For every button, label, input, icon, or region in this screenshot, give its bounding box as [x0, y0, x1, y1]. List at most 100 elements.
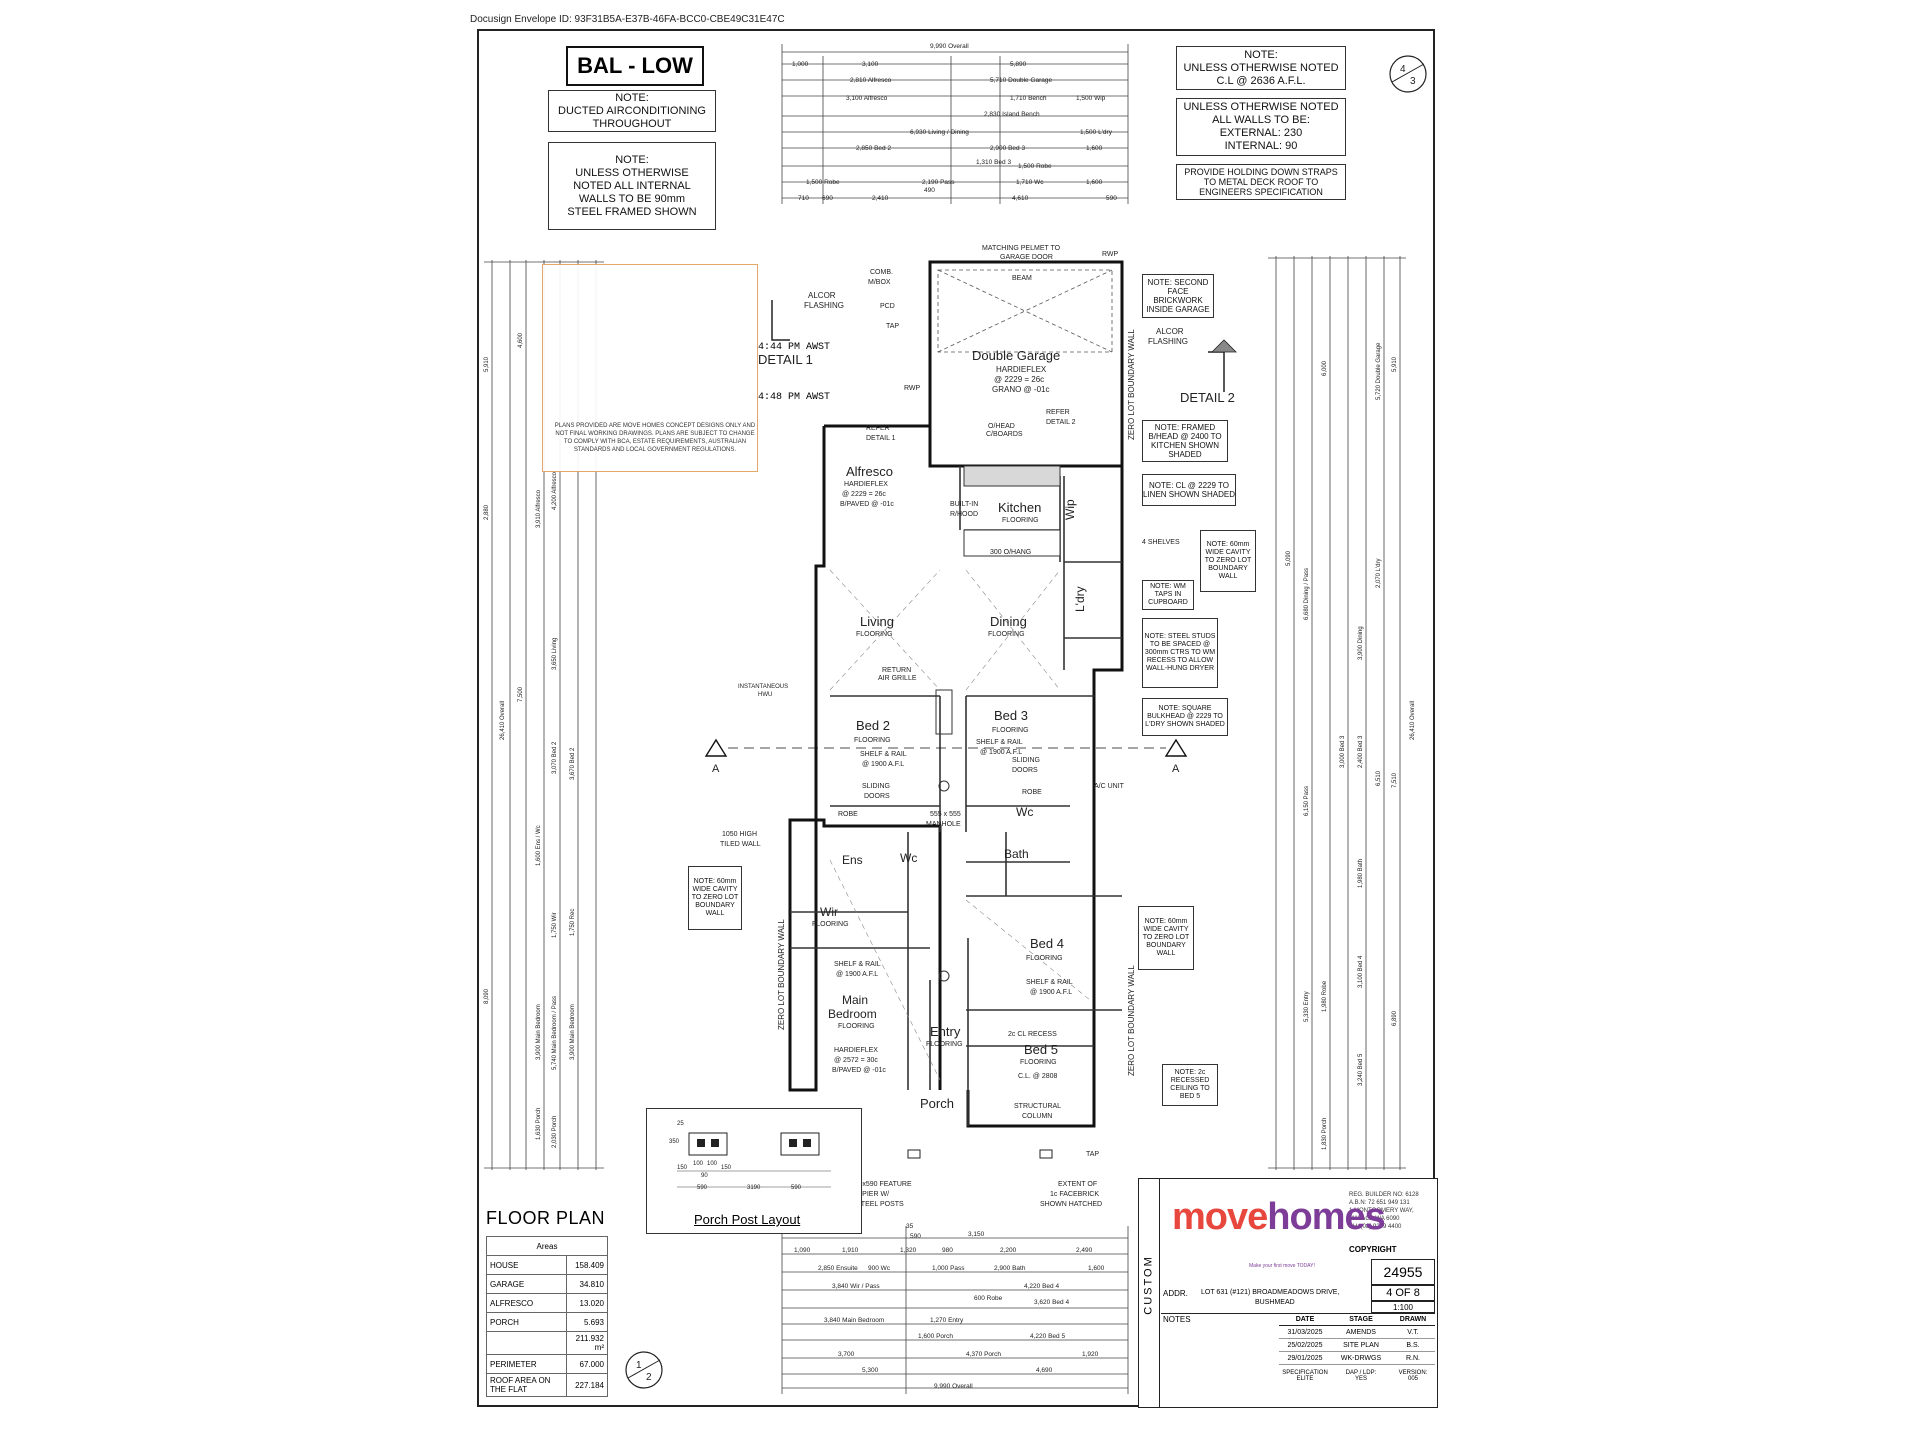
dim: 5,090	[1286, 550, 1292, 566]
dim: 5,720 Double Garage	[1376, 342, 1382, 400]
bed3-shelf: SHELF & RAIL	[976, 739, 1023, 746]
rev-date: 29/01/2025	[1287, 1354, 1323, 1362]
note-body: DUCTED AIRCONDITIONING THROUGHOUT	[558, 104, 706, 130]
note-second-face: NOTE: SECOND FACE BRICKWORK INSIDE GARAG…	[1142, 274, 1214, 318]
dim: 90	[701, 1173, 708, 1179]
dim: 100	[707, 1161, 718, 1167]
sheet-number: 4 OF 8	[1371, 1285, 1435, 1301]
dim: 2,190 Pass	[922, 179, 955, 186]
sheet-ref-circle	[1389, 55, 1427, 93]
note-cavity-left: NOTE: 60mm WIDE CAVITY TO ZERO LOT BOUND…	[688, 866, 742, 930]
area-value: 13.020	[565, 1293, 609, 1313]
stamp-overlay	[542, 264, 758, 472]
builtin-2: R/HOOD	[950, 511, 978, 518]
return-air: RETURN	[882, 667, 911, 674]
room-main-bed-2: Bedroom	[828, 1007, 877, 1021]
room-wir: Wir	[820, 905, 838, 919]
north-ref-bottom: 2	[646, 1372, 652, 1383]
area-name: ALFRESCO	[486, 1293, 567, 1313]
dim: 3,840 Wir / Pass	[832, 1283, 880, 1290]
ohead: O/HEAD	[988, 423, 1015, 430]
ceiling-diagonals	[829, 569, 1091, 1081]
left-dimension-text: 5,910 4,600 2,880 3,910 Alfresco 4,200 A…	[484, 332, 576, 1148]
dim: 2,880	[484, 504, 490, 520]
rule	[1161, 1313, 1435, 1314]
interior-walls	[790, 466, 1122, 1126]
comb-box-2: M/BOX	[868, 279, 891, 286]
hwu-2: HWU	[758, 692, 772, 698]
right-dimension-lines	[1268, 256, 1406, 1170]
rev-row: 31/03/2025 AMENDS V.T.	[1279, 1326, 1435, 1339]
note-title: NOTE:	[615, 91, 649, 104]
extent-3: SHOWN HATCHED	[1040, 1201, 1102, 1208]
sheet-border	[477, 29, 1435, 1407]
dim: 2,850 Bed 2	[856, 145, 891, 152]
house-walls	[788, 260, 1124, 1128]
rev-header: STAGE	[1349, 1315, 1373, 1323]
detail1-section	[771, 300, 790, 341]
pcd-label: PCD	[880, 303, 895, 310]
zero-lot-right: ZERO LOT BOUNDARY WALL	[1127, 965, 1136, 1076]
robe2: ROBE	[1022, 789, 1042, 796]
note-wm-taps: NOTE: WM TAPS IN CUPBOARD	[1142, 580, 1194, 610]
room-entry-floor: FLOORING	[926, 1041, 963, 1048]
custom-strip: CUSTOM	[1139, 1179, 1160, 1407]
bed4-shelf: SHELF & RAIL	[1026, 979, 1073, 986]
alcor1-1: ALCOR	[808, 291, 836, 300]
zero-lot-left: ZERO LOT BOUNDARY WALL	[777, 919, 786, 1030]
smoke-detector-icon	[938, 970, 950, 982]
room-bed4-floor: FLOORING	[1026, 955, 1063, 962]
bed4-shelf-2: @ 1900 A.F.L	[1030, 989, 1072, 996]
dim: 1,600	[1088, 1265, 1105, 1272]
dim: 1,500 Robe	[806, 179, 840, 186]
bottom-dimension-text: 1,090 1,910 1,320 980 2,200 2,490 2,850 …	[794, 1223, 1105, 1390]
note-cavity-1: NOTE: 60mm WIDE CAVITY TO ZERO LOT BOUND…	[1200, 530, 1256, 592]
rev-drawn: R.N.	[1406, 1354, 1420, 1362]
dim: 1,600 Ens / Wc	[536, 825, 542, 866]
robe1: ROBE	[838, 811, 858, 818]
logo-homes: homes	[1267, 1196, 1385, 1238]
area-name: GARAGE	[486, 1274, 567, 1294]
area-name: ROOF AREA ON THE FLAT	[486, 1373, 567, 1397]
detail2-flash	[1211, 339, 1237, 353]
room-bed4: Bed 4	[1030, 936, 1064, 951]
room-entry: Entry	[930, 1024, 961, 1039]
extent-1: EXTENT OF	[1058, 1181, 1097, 1188]
dim: 100	[693, 1161, 704, 1167]
dim: 1,000 Pass	[932, 1265, 965, 1272]
area-value: 227.184	[565, 1373, 609, 1397]
porch-post-title: Porch Post Layout	[694, 1212, 801, 1227]
dim: 35	[906, 1223, 914, 1230]
sliding1-b: DOORS	[864, 793, 890, 800]
dim: 900 Wc	[868, 1265, 891, 1272]
dim: 3,240 Bed 5	[1358, 1053, 1364, 1086]
dim: 1,000	[792, 61, 809, 68]
note-body: UNLESS OTHERWISE NOTED ALL WALLS TO BE:	[1183, 101, 1339, 126]
dim: 26,410 Overall	[1410, 701, 1416, 740]
detail2-section	[1208, 351, 1225, 392]
note-title: NOTE:	[615, 153, 649, 166]
dim: 1,310 Bed 3	[976, 159, 1011, 166]
dim: 2,850 Ensuite	[818, 1265, 858, 1272]
zero-lot-garage: ZERO LOT BOUNDARY WALL	[1127, 329, 1136, 440]
scale: 1:100	[1371, 1301, 1435, 1313]
north-ref-circle	[625, 1351, 663, 1389]
right-dimension-text: 5,910 5,720 Double Garage 6,000 5,090 6,…	[1286, 342, 1416, 1150]
tap-label: TAP	[886, 323, 899, 330]
job-number: 24955	[1371, 1259, 1435, 1285]
spec-label: SPECIFICATION	[1282, 1370, 1328, 1376]
rwp-label: RWP	[904, 385, 921, 392]
stamp-time-1: 4:44 PM AWST	[758, 342, 831, 353]
note-cavity-right: NOTE: 60mm WIDE CAVITY TO ZERO LOT BOUND…	[1138, 906, 1194, 970]
addr-line1: LOT 631 (#121) BROADMEADOWS DRIVE,	[1201, 1289, 1340, 1296]
bed2-shelf-2: @ 1900 A.F.L	[862, 761, 904, 768]
return-air-2: AIR GRILLE	[878, 675, 917, 682]
dim: 3,670 Bed 2	[570, 747, 576, 780]
room-wip: Wip	[1063, 499, 1077, 520]
dim: 2,410	[872, 195, 889, 202]
room-bed5: Bed 5	[1024, 1042, 1058, 1057]
rwp-label: RWP	[1102, 251, 1119, 258]
dim: 590	[910, 1233, 921, 1240]
builtin: BUILT-IN	[950, 501, 978, 508]
